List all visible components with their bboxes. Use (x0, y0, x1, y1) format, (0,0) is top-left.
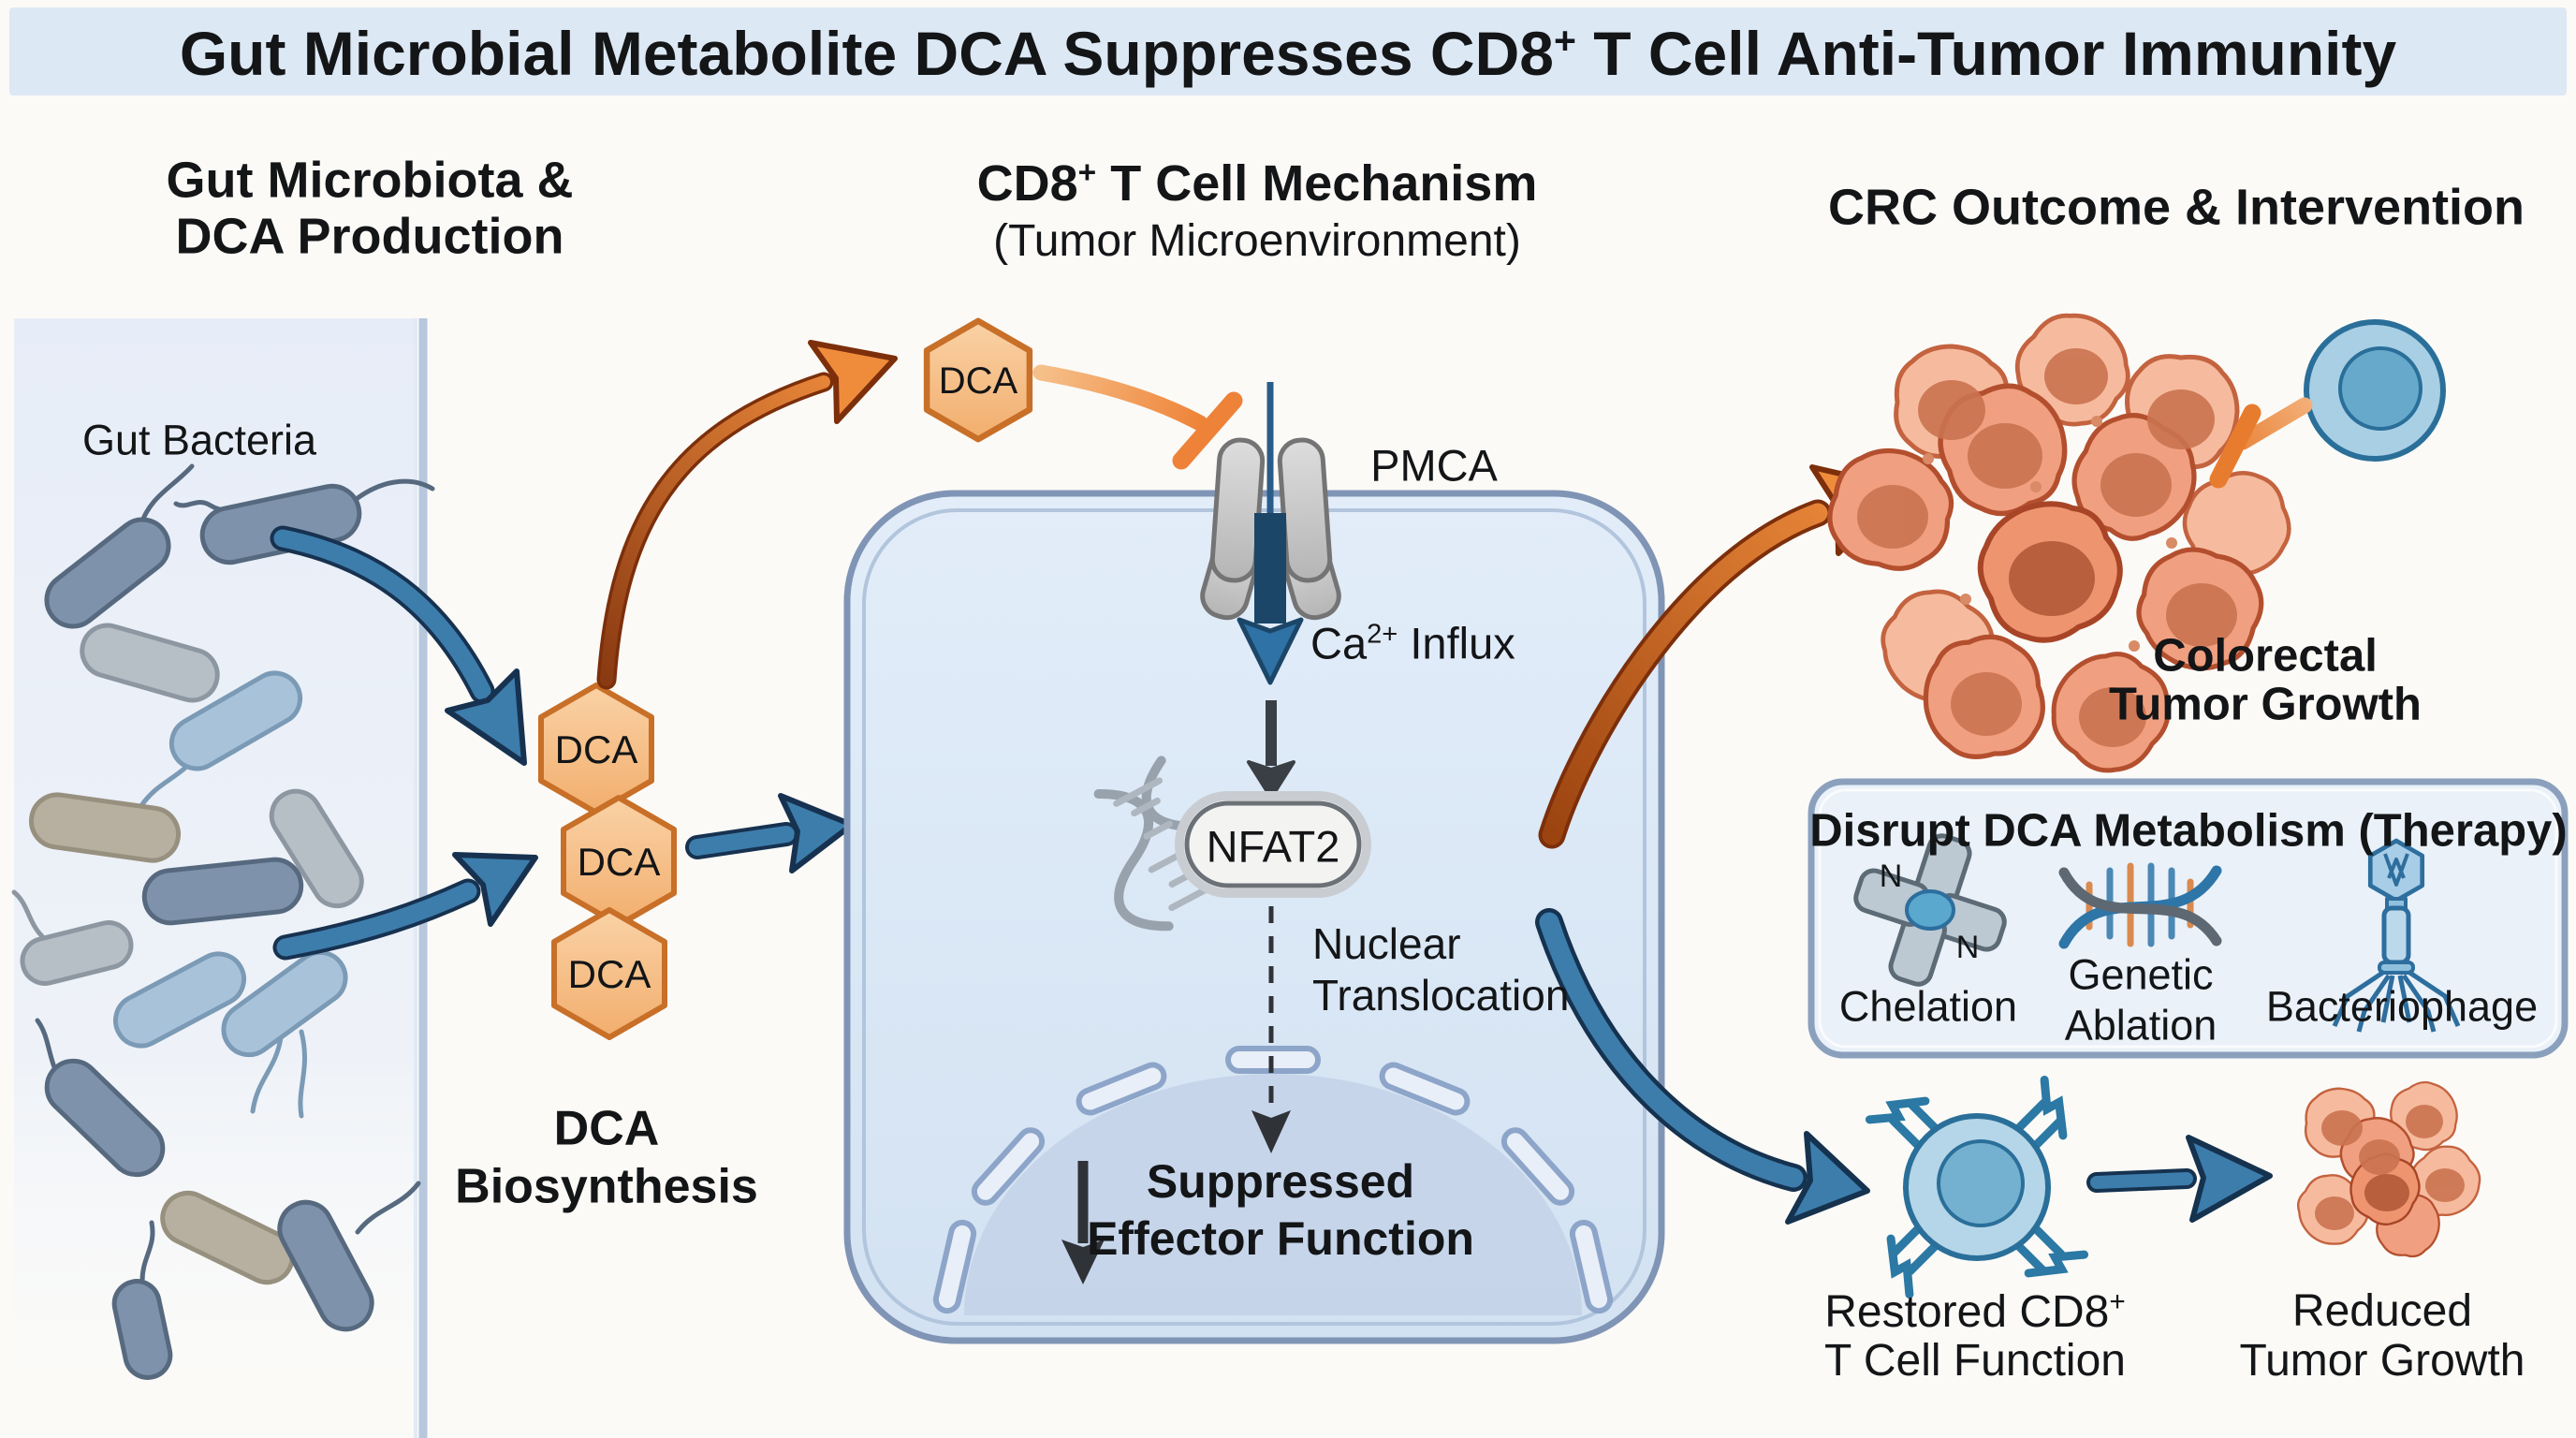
arrow-dca-release (596, 340, 898, 690)
therapy-box-title: Disrupt DCA Metabolism (Therapy) (1809, 805, 2568, 857)
bacterium (44, 1058, 166, 1178)
middle-header-post: T Cell Mechanism (1096, 155, 1538, 213)
chelation-icon (1853, 833, 2007, 987)
dca-biosynthesis-line2: Biosynthesis (455, 1159, 758, 1214)
bacterium (80, 623, 220, 703)
reduced-tumor-icon (2283, 1070, 2494, 1263)
suppressed-line2: Effector Function (1087, 1211, 1474, 1265)
right-panel-header: CRC Outcome & Intervention (1827, 179, 2525, 236)
restored-tcell-icon (1869, 1079, 2084, 1294)
genetic-ablation-line2: Ablation (2064, 1001, 2217, 1049)
dca-hex1-label: DCA (554, 726, 638, 771)
bacterium (269, 788, 364, 909)
ca-influx-arrow (1237, 382, 1304, 685)
arrow-restored-to-reduced (2086, 1135, 2273, 1223)
arrow-dca-to-cell (685, 793, 855, 873)
nfat2-pill (1175, 791, 1371, 898)
dca-hex2-label: DCA (577, 839, 661, 884)
ca-influx-label: Ca2+ Influx (1310, 620, 1515, 666)
reduced-line1: Reduced (2291, 1285, 2473, 1336)
bacterium (20, 920, 134, 986)
arrow-bacteria-to-dca-upper (270, 525, 527, 766)
chelation-label: Chelation (1838, 982, 2018, 1031)
bacteriophage-label: Bacteriophage (2265, 982, 2539, 1031)
restored-line1: Restored CD8+ (1824, 1287, 2126, 1336)
restored-line2: T Cell Function (1824, 1335, 2126, 1386)
colorectal-line1: Colorectal (2153, 630, 2378, 682)
bacteriophage-icon (2332, 841, 2461, 1033)
chelation-n2: N (1955, 930, 1980, 966)
figure-title-sup: + (1553, 18, 1576, 62)
genetic-ablation-line1: Genetic (2068, 950, 2214, 999)
colorectal-tumor-icon (1820, 295, 2302, 788)
bacterium (160, 1190, 295, 1285)
bacterium (113, 951, 246, 1049)
arrow-to-restored-tcell (1535, 908, 1870, 1225)
genetic-ablation-dna-icon (2058, 862, 2222, 949)
nuclear-translocation-line2: Translocation (1312, 970, 1570, 1020)
ca-influx-post: Influx (1398, 618, 1515, 668)
nucleus (932, 1046, 1614, 1315)
dca-biosynthesis-line1: DCA (553, 1101, 660, 1156)
figure-title-text2: T Cell Anti-Tumor Immunity (1575, 18, 2397, 88)
nuclear-translocation-line1: Nuclear (1312, 918, 1461, 968)
ca-influx-pre: Ca (1310, 618, 1368, 668)
bacterium (221, 949, 348, 1058)
nuclear-translocation-arrow (1251, 906, 1291, 1153)
chelation-n1: N (1879, 858, 1903, 895)
colorectal-line2: Tumor Growth (2109, 679, 2422, 730)
middle-header-line2: (Tumor Microenvironment) (993, 215, 1521, 266)
dca-free-label: DCA (938, 360, 1018, 402)
middle-header-pre: CD8 (976, 155, 1078, 213)
restored-sup: + (2109, 1285, 2126, 1317)
left-panel-header-line1: Gut Microbiota & (166, 152, 574, 209)
bacterium (141, 857, 304, 926)
pmca-label: PMCA (1370, 440, 1498, 491)
suppressed-down-arrow (1061, 1161, 1105, 1284)
dca-hex3-label: DCA (567, 951, 651, 996)
cd8-tcell-icon (2304, 319, 2446, 462)
nuclear-envelope-dashes (932, 1046, 1614, 1314)
bacterium (277, 1199, 374, 1332)
nfat2-label: NFAT2 (1206, 821, 1340, 872)
bacterium (44, 517, 171, 629)
tumor-inhibition-symbol (2209, 397, 2313, 489)
arrow-bacteria-to-dca-lower (272, 852, 538, 961)
gut-bacteria-group (11, 463, 435, 1380)
gut-bacteria-label: Gut Bacteria (81, 416, 317, 464)
bacterium (28, 792, 182, 863)
left-panel-header-line2: DCA Production (175, 208, 564, 265)
bacterium (111, 1279, 173, 1380)
figure-title-text: Gut Microbial Metabolite DCA Suppresses … (179, 18, 1554, 88)
middle-header-sup: + (1077, 155, 1097, 191)
ca-influx-sup: 2+ (1367, 619, 1398, 650)
reduced-line2: Tumor Growth (2239, 1335, 2525, 1386)
suppressed-line1: Suppressed (1146, 1154, 1415, 1208)
bacteria-rods (20, 483, 374, 1380)
title-band (9, 7, 2567, 95)
signal-arrow (1247, 700, 1295, 800)
restored-pre: Restored CD8 (1824, 1286, 2110, 1337)
pmca-channel-icon (1200, 437, 1341, 621)
middle-header-line1: CD8+ T Cell Mechanism (977, 156, 1538, 211)
figure-title: Gut Microbial Metabolite DCA Suppresses … (179, 18, 2397, 88)
dca-inhibition-symbol (1032, 364, 1243, 470)
